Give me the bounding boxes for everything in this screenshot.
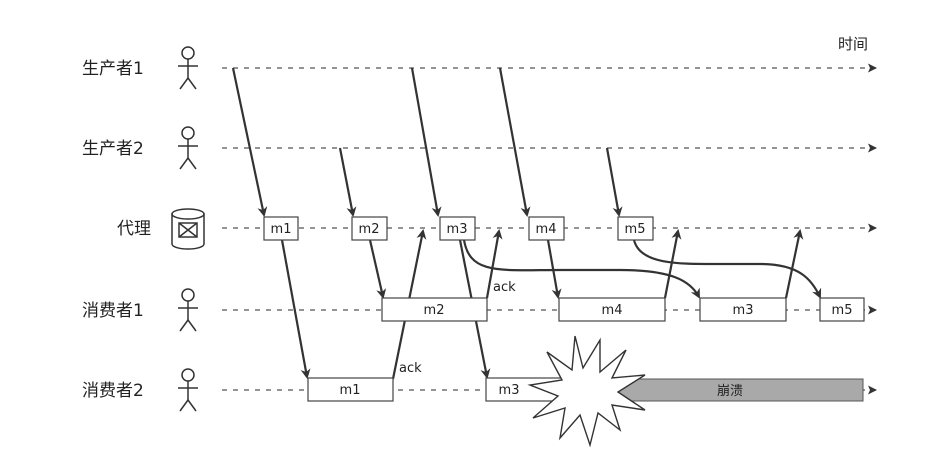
ack-arrow-m2 — [485, 229, 503, 299]
lane-label-broker: 代理 — [117, 219, 151, 239]
ack-arrow-m3 — [784, 229, 804, 299]
consumer1-message-m3 — [699, 297, 787, 322]
lane-label-producer1: 生产者1 — [82, 59, 144, 79]
consumer1-message-m2 — [381, 297, 488, 322]
deliver-arrow-m5-c1 — [632, 239, 822, 299]
message-label: m5 — [832, 303, 853, 318]
lane-label-producer2: 生产者2 — [82, 139, 144, 159]
person-icon — [178, 46, 198, 90]
deliver-arrow-m4-c1 — [546, 239, 562, 299]
person-icon — [178, 368, 198, 412]
consumer2-message-m1 — [307, 377, 394, 402]
message-label: m2 — [359, 222, 380, 237]
message-label: m3 — [733, 303, 754, 318]
deliver-arrow-m2-c1 — [368, 239, 387, 299]
publish-arrow-m5 — [605, 147, 623, 217]
broker-message-m2 — [351, 216, 388, 241]
message-label: m2 — [424, 303, 445, 318]
publish-arrow-m4 — [498, 67, 531, 217]
ack-label: ack — [493, 280, 516, 295]
message-label: m3 — [447, 222, 468, 237]
publish-arrow-m1 — [231, 67, 268, 217]
message-label: m1 — [340, 383, 361, 398]
message-label: m4 — [536, 222, 557, 237]
lane-label-consumer1: 消费者1 — [82, 301, 144, 321]
redeliver-arrow-m3-c1 — [462, 239, 700, 299]
broker-message-m4 — [528, 216, 565, 241]
consumer1-message-m4 — [558, 297, 666, 322]
message-label: m3 — [499, 383, 520, 398]
publish-arrow-m3 — [410, 67, 442, 217]
message-label: m4 — [602, 303, 623, 318]
ack-arrow-m4 — [663, 229, 682, 299]
person-icon — [178, 288, 198, 332]
message-queue-icon — [171, 208, 205, 250]
consumer1-message-m5 — [819, 297, 865, 322]
message-label: m5 — [625, 222, 646, 237]
time-label: 时间 — [838, 35, 868, 53]
publish-arrow-m2 — [338, 147, 357, 217]
message-label: m1 — [271, 222, 292, 237]
ack-label: ack — [399, 361, 422, 376]
deliver-arrow-m1-c2 — [280, 239, 311, 379]
broker-message-m3 — [439, 216, 476, 241]
broker-message-m1 — [263, 216, 299, 241]
person-icon — [178, 126, 198, 170]
lane-label-consumer2: 消费者2 — [82, 381, 144, 401]
crash-label: 崩溃 — [717, 384, 743, 399]
broker-message-m5 — [617, 216, 654, 241]
crash-explosion-icon — [527, 335, 646, 448]
